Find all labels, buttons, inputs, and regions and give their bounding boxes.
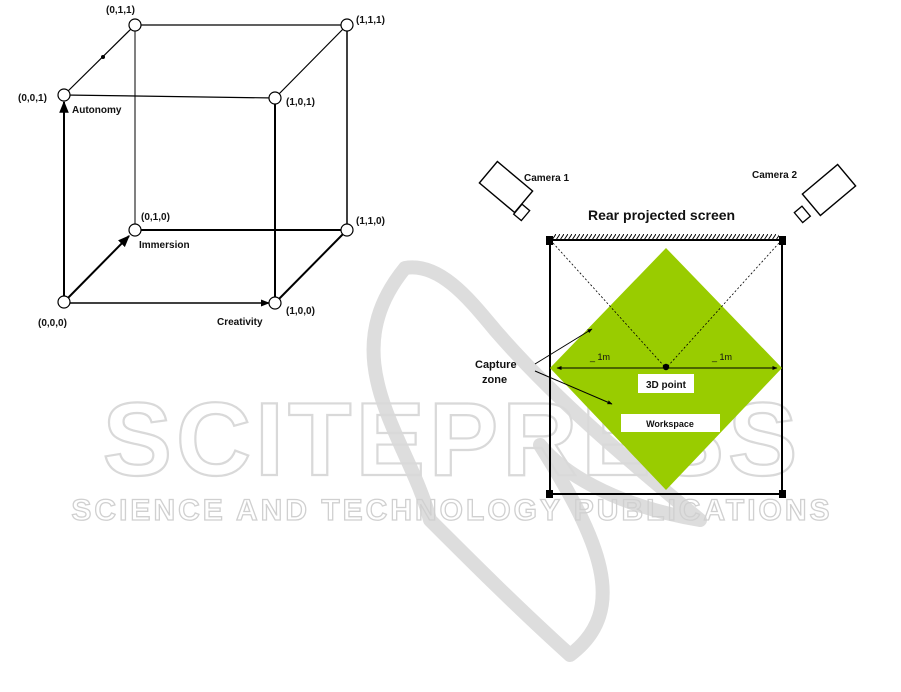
- distance-left-label: _ 1m: [589, 352, 610, 362]
- camera-1-label: Camera 1: [524, 173, 569, 184]
- vertex-label-011: (0,1,1): [106, 5, 135, 16]
- immersion-axis-arrow: [64, 236, 129, 302]
- cube-vertex: [341, 224, 353, 236]
- corner-marker: [779, 490, 786, 498]
- cube-edge: [64, 95, 275, 98]
- vertex-label-100: (1,0,0): [286, 306, 315, 317]
- vertex-label-001: (0,0,1): [18, 93, 47, 104]
- immersion-label: Immersion: [139, 240, 190, 251]
- vertex-label-111: (1,1,1): [356, 15, 385, 26]
- cube-vertex: [58, 296, 70, 308]
- vertex-label-101: (1,0,1): [286, 97, 315, 108]
- creativity-label: Creativity: [217, 317, 263, 328]
- vertex-label-000: (0,0,0): [38, 318, 67, 329]
- distance-right-label: _ 1m: [711, 352, 732, 362]
- cube-vertex: [269, 297, 281, 309]
- watermark-subtitle: SCIENCE AND TECHNOLOGY PUBLICATIONS: [71, 494, 832, 527]
- cube-vertex: [269, 92, 281, 104]
- capture-zone-label-line1: Capture: [475, 359, 517, 371]
- camera-1: [479, 161, 532, 220]
- cube-edge: [275, 230, 347, 303]
- cube-vertex: [341, 19, 353, 31]
- vertex-label-110: (1,1,0): [356, 216, 385, 227]
- cube-edge-dot: [101, 55, 105, 59]
- capture-zone-label-line2: zone: [482, 374, 507, 386]
- cube-vertex: [129, 224, 141, 236]
- rear-projected-screen: [553, 234, 779, 240]
- cube-vertex: [58, 89, 70, 101]
- corner-marker: [546, 490, 553, 498]
- center-3d-point: [663, 364, 669, 370]
- cube-diagram: (0,0,0) (1,0,0) (0,1,0) (1,1,0) (0,0,1) …: [18, 5, 385, 329]
- camera-2-label: Camera 2: [752, 170, 797, 181]
- screen-label: Rear projected screen: [588, 207, 735, 223]
- workspace-label: Workspace: [646, 419, 694, 429]
- corner-marker: [779, 236, 786, 245]
- vertex-label-010: (0,1,0): [141, 212, 170, 223]
- 3d-point-label: 3D point: [646, 380, 687, 391]
- cube-edge: [275, 25, 347, 98]
- camera-2: [794, 164, 855, 222]
- cube-vertex: [129, 19, 141, 31]
- autonomy-label: Autonomy: [72, 105, 122, 116]
- cube-edge: [64, 25, 135, 95]
- corner-marker: [546, 236, 553, 245]
